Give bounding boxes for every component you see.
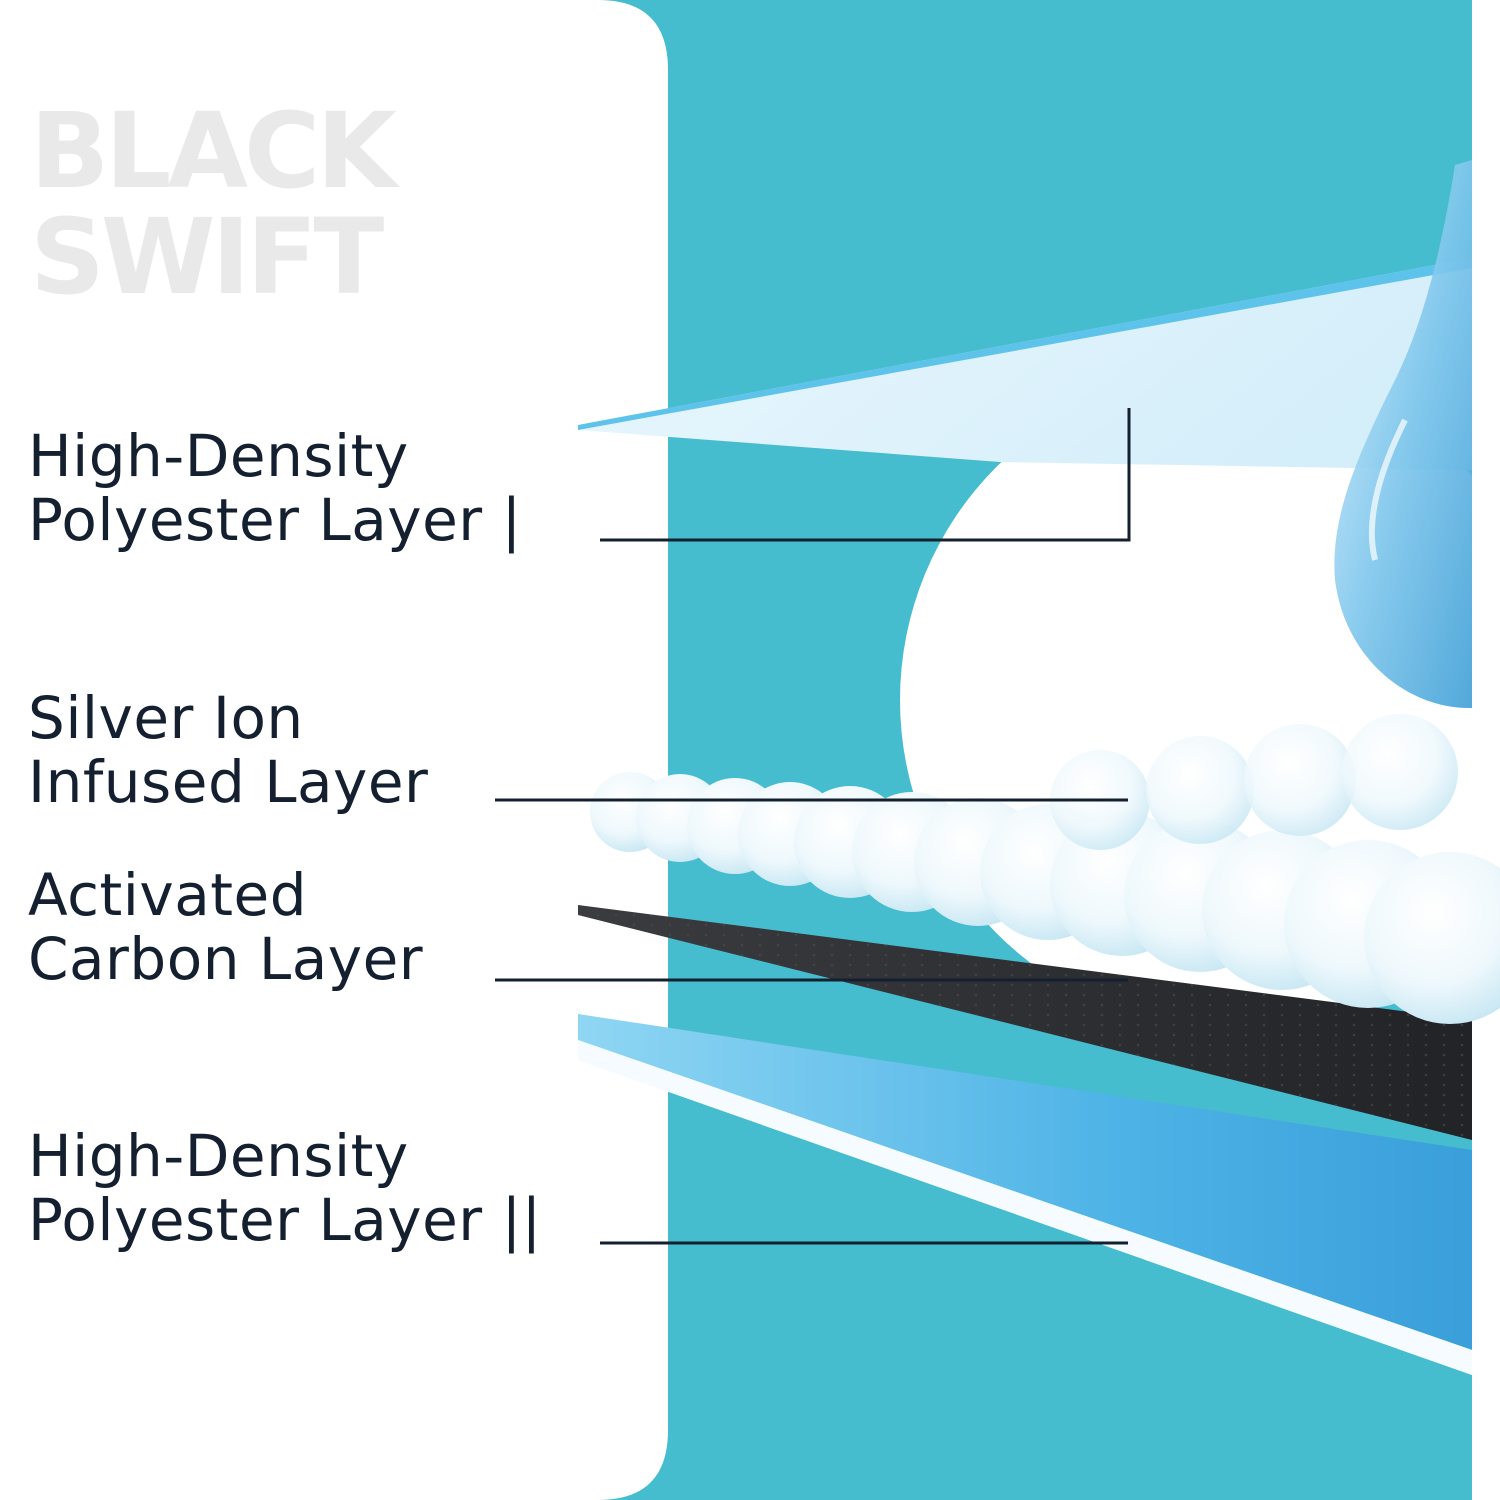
polyester-layer-1-illustration: [578, 258, 1472, 470]
label-polyester-layer-2: High-Density Polyester Layer ||: [28, 1124, 542, 1252]
white-panel: [0, 0, 668, 1500]
label-line: High-Density: [28, 1122, 409, 1190]
polyester-layer-2-illustration: [578, 1014, 1472, 1375]
label-line: Activated: [28, 861, 308, 929]
water-droplet-icon: [1334, 160, 1472, 709]
silver-ion-layer-illustration: [590, 714, 1500, 1024]
label-silver-ion-layer: Silver Ion Infused Layer: [28, 686, 428, 814]
label-line: Infused Layer: [28, 748, 429, 816]
leader-lines: [495, 408, 1131, 1245]
label-polyester-layer-1: High-Density Polyester Layer |: [28, 424, 522, 552]
label-line: Carbon Layer: [28, 925, 424, 993]
label-line: High-Density: [28, 422, 409, 490]
carbon-layer-illustration: [578, 905, 1472, 1140]
label-line: Polyester Layer |: [28, 486, 522, 554]
label-line: Polyester Layer ||: [28, 1186, 542, 1254]
label-line: Silver Ion: [28, 684, 304, 752]
label-carbon-layer: Activated Carbon Layer: [28, 863, 423, 991]
brand-logo: BLACK SWIFT: [30, 90, 397, 318]
leader-line-polyester-1: [600, 408, 1131, 542]
brand-line-1: BLACK: [30, 90, 397, 212]
brand-line-2: SWIFT: [30, 196, 384, 318]
